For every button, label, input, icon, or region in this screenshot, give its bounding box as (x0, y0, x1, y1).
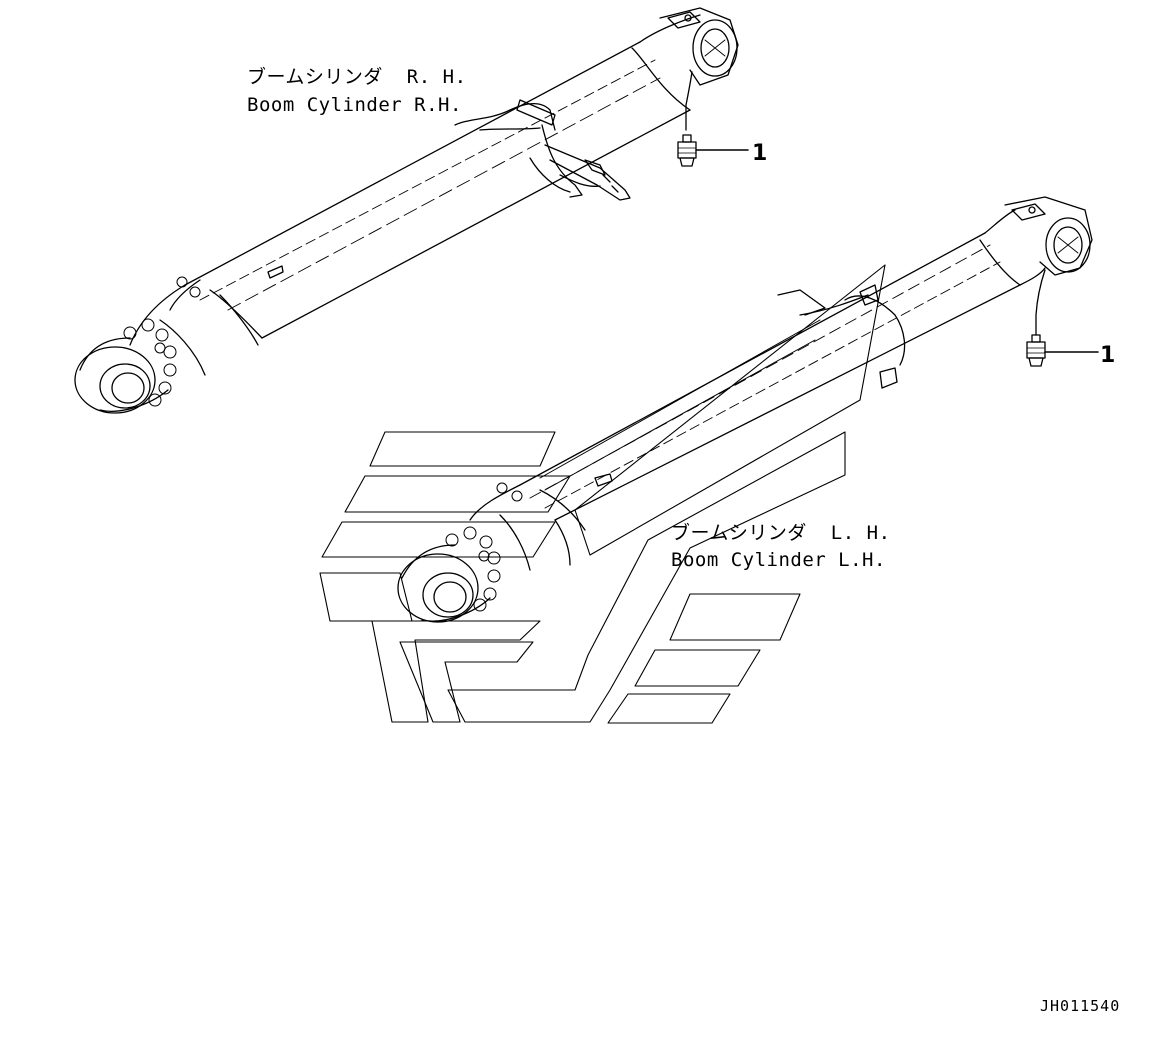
lh-part-callout: 1 (1100, 343, 1116, 368)
watermark-logo (319, 264, 886, 724)
rh-boom-cylinder (74, 7, 749, 414)
lh-boom-cylinder (397, 196, 1099, 623)
rh-part-callout: 1 (752, 141, 768, 166)
drawing-number: JH011540 (1040, 997, 1121, 1015)
rh-label-jp: ブームシリンダ R. H. (247, 66, 467, 88)
rh-label-en: Boom Cylinder R.H. (247, 94, 462, 116)
lh-label-jp: ブームシリンダ L. H. (671, 522, 891, 544)
lh-label-en: Boom Cylinder L.H. (671, 549, 886, 571)
